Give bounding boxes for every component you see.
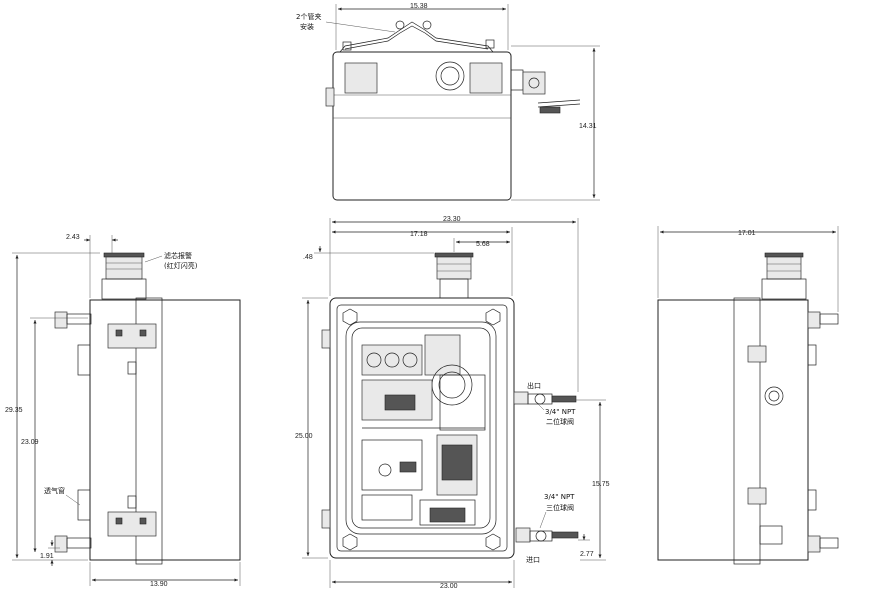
front-view: 23.30 17.18 5.68 .48 25.00 15.75 2.77 23… xyxy=(295,216,610,590)
left-bottom-offset-dim: 1.91 xyxy=(40,553,54,560)
front-top-offset-dim: .48 xyxy=(303,254,313,261)
top-height-dim: 14.31 xyxy=(579,123,597,130)
outlet-valve-note-line2: 二位球阀 xyxy=(546,417,574,426)
front-beacon-offset-dim: 5.68 xyxy=(476,241,490,248)
front-inlet-height-dim: 2.77 xyxy=(580,551,594,558)
right-width-dim: 17.01 xyxy=(738,230,756,237)
inlet-valve-note-line1: 3/4" NPT xyxy=(544,493,575,501)
inlet-label: 进口 xyxy=(526,556,540,564)
left-body-height-dim: 23.09 xyxy=(21,439,39,446)
front-outlet-height-dim: 15.75 xyxy=(592,481,610,488)
top-view: 15.38 14.31 2个管夹 安装 xyxy=(296,3,600,201)
beacon-note-line2: (红灯闪亮) xyxy=(164,261,198,270)
top-width-dim: 15.38 xyxy=(410,3,428,10)
left-total-height-dim: 29.35 xyxy=(5,407,23,414)
front-left-width-dim: 17.18 xyxy=(410,231,428,238)
front-total-width-dim: 23.30 xyxy=(443,216,461,223)
left-offset-dim: 2.43 xyxy=(66,234,80,241)
front-height-dim: 25.00 xyxy=(295,433,313,440)
outlet-label: 出口 xyxy=(527,381,541,390)
beacon-note-line1: 滤芯报警 xyxy=(164,251,192,260)
right-view: 17.01 xyxy=(657,226,839,565)
outlet-valve-note-line1: 3/4" NPT xyxy=(545,408,576,416)
vent-note: 透气窗 xyxy=(44,486,65,495)
left-width-dim: 13.90 xyxy=(150,581,168,588)
inlet-valve-note-line2: 三位球阀 xyxy=(546,503,574,512)
left-view: 29.35 23.09 2.43 滤芯报警 (红灯闪亮) 透气窗 1.91 13… xyxy=(5,234,241,588)
front-body-width-dim: 23.00 xyxy=(440,583,458,590)
clamp-note-line2: 安装 xyxy=(300,22,314,31)
clamp-note-line1: 2个管夹 xyxy=(296,12,321,21)
